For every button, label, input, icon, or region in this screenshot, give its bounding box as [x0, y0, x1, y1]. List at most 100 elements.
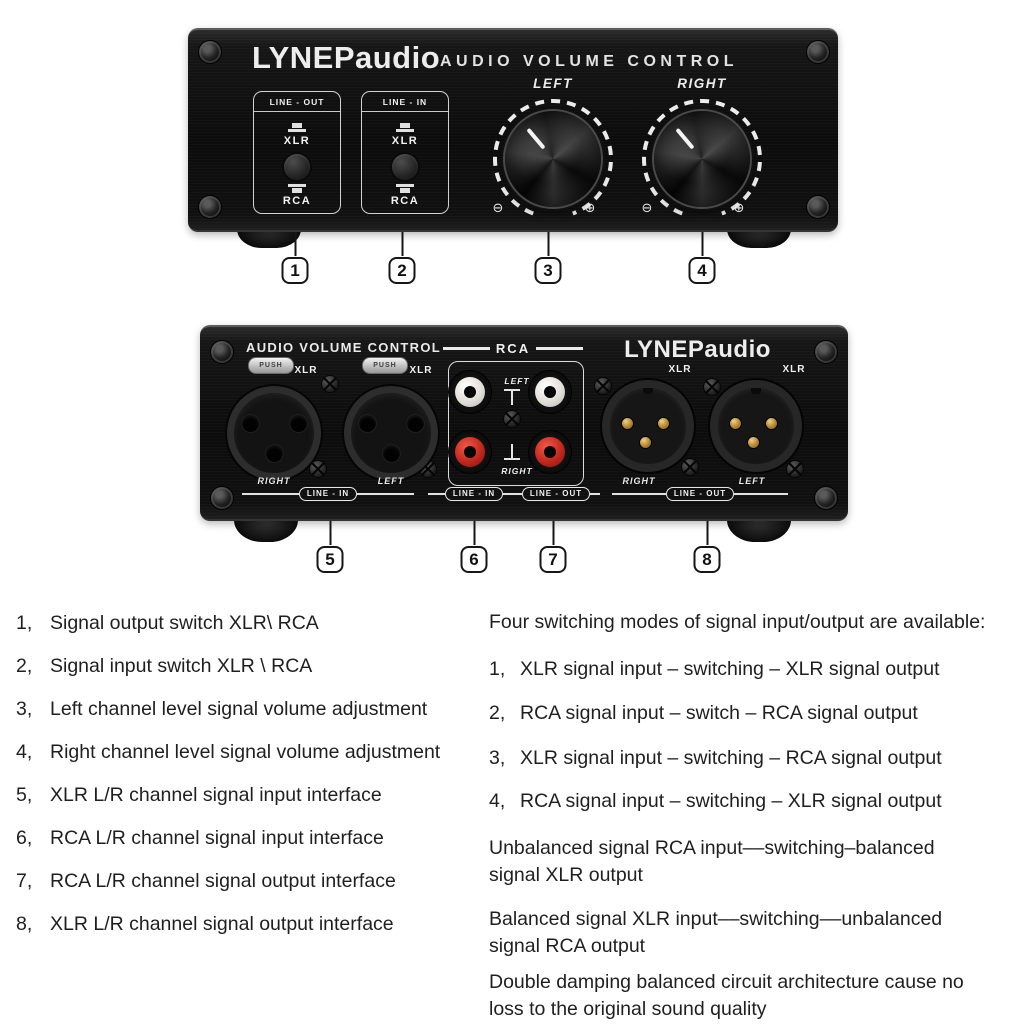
xlr-socket-hole: [407, 415, 424, 432]
callout-number: 5: [316, 546, 344, 573]
mode-number: 3: [489, 747, 520, 770]
plus-icon: ⊕: [584, 201, 596, 216]
banner-line: [512, 493, 522, 495]
knob-indicator: [675, 127, 695, 150]
callout-line: [329, 521, 331, 545]
rca-position-label: RCA: [282, 195, 312, 207]
mode-text: RCA signal input – switch – RCA signal o…: [520, 702, 918, 724]
screw-icon: [704, 379, 720, 395]
legend-number: 5: [16, 784, 50, 807]
screw-icon: [807, 196, 829, 218]
rca-group-outline: [448, 361, 584, 486]
rca-position-icon: [288, 184, 306, 193]
mode-item-3: 3XLR signal input – switching – RCA sign…: [489, 747, 942, 770]
legend-text: RCA L/R channel signal input interface: [50, 827, 384, 849]
right-knob-scale: [642, 98, 762, 216]
xlr-socket-hole: [290, 415, 307, 432]
rca-input-left-jack: [449, 371, 491, 413]
xlr-socket-hole: [242, 415, 259, 432]
mode-text: XLR signal input – switching – XLR signa…: [520, 658, 940, 680]
xlr-push-latch[interactable]: PUSH: [362, 357, 408, 374]
rca-line-in-banner: LINE - IN: [428, 487, 520, 501]
mode-text: RCA signal input – switching – XLR signa…: [520, 790, 942, 812]
mode-number: 1: [489, 658, 520, 681]
xlr-position-label: XLR: [391, 135, 419, 147]
header-line: [536, 347, 584, 350]
callout-number: 7: [539, 546, 567, 573]
header-line: [443, 347, 490, 350]
input-switch-button[interactable]: [392, 154, 418, 180]
banner-line: [242, 493, 299, 495]
knob-indicator: [526, 127, 546, 150]
screw-icon: [199, 196, 221, 218]
rca-ring: [455, 437, 485, 467]
legend-item-8: 8XLR L/R channel signal output interface: [16, 913, 394, 936]
xlr-notch: [643, 388, 653, 394]
back-title: AUDIO VOLUME CONTROL: [246, 340, 441, 355]
xlr-output-left-connector: [710, 380, 802, 472]
line-out-banner: LINE - OUT: [612, 487, 788, 501]
xlr-output-label: XLR: [668, 364, 692, 375]
line-out-switch-panel: LINE - OUT XLR RCA: [253, 91, 341, 214]
legend-text: RCA L/R channel signal output interface: [50, 870, 396, 892]
legend-number: 2: [16, 655, 50, 678]
left-row-marker: [504, 389, 520, 405]
xlr-pin: [730, 418, 741, 429]
rca-ring: [535, 377, 565, 407]
legend-number: 3: [16, 698, 50, 721]
right-row-marker: [504, 444, 520, 460]
brand-logo: LYNEPaudio: [624, 336, 771, 363]
callout-7: 7: [539, 521, 567, 573]
banner-label: LINE - IN: [444, 487, 504, 501]
xlr-position-icon: [396, 123, 414, 132]
output-switch-button[interactable]: [284, 154, 310, 180]
back-panel: AUDIO VOLUME CONTROL LYNEPaudio PUSH XLR…: [200, 325, 848, 521]
rca-right-label: RIGHT: [501, 466, 533, 476]
screw-icon: [815, 341, 837, 363]
mode-item-1: 1XLR signal input – switching – XLR sign…: [489, 658, 940, 681]
screw-icon: [322, 376, 338, 392]
legend-item-7: 7RCA L/R channel signal output interface: [16, 870, 396, 893]
left-knob-label: LEFT: [533, 76, 573, 91]
channel-label: RIGHT: [257, 476, 291, 486]
xlr-input-label: XLR: [409, 365, 433, 376]
line-in-switch-panel: LINE - IN XLR RCA: [361, 91, 449, 214]
callout-2: 2: [388, 232, 416, 284]
xlr-push-latch[interactable]: PUSH: [248, 357, 294, 374]
left-volume-knob[interactable]: [505, 111, 601, 207]
callout-5: 5: [316, 521, 344, 573]
callout-number: 2: [388, 257, 416, 284]
callout-line: [706, 521, 708, 545]
legend-text: Signal input switch XLR \ RCA: [50, 655, 313, 677]
callout-number: 1: [281, 257, 309, 284]
callout-8: 8: [693, 521, 721, 573]
plus-icon: ⊕: [733, 201, 745, 216]
rca-ring: [455, 377, 485, 407]
banner-line: [357, 493, 414, 495]
mode-number: 4: [489, 790, 520, 813]
legend-item-6: 6RCA L/R channel signal input interface: [16, 827, 384, 850]
left-knob-scale: [493, 98, 613, 216]
banner-line: [503, 493, 520, 495]
xlr-socket-hole: [266, 445, 283, 462]
xlr-input-right-connector: [227, 386, 321, 480]
front-panel: LYNEPaudio AUDIO VOLUME CONTROL LINE - O…: [188, 28, 838, 232]
rca-header-label: RCA: [495, 341, 531, 356]
banner-label: LINE - IN: [298, 487, 358, 501]
xlr-pin: [658, 418, 669, 429]
rca-line-out-banner: LINE - OUT: [512, 487, 600, 501]
legend-text: Left channel level signal volume adjustm…: [50, 698, 428, 720]
legend-number: 4: [16, 741, 50, 764]
screw-icon: [595, 378, 611, 394]
callout-line: [401, 232, 403, 256]
xlr-pin: [640, 437, 651, 448]
legend-item-4: 4Right channel level signal volume adjus…: [16, 741, 440, 764]
brand-logo: LYNEPaudio: [252, 40, 441, 75]
screw-icon: [815, 487, 837, 509]
right-volume-knob[interactable]: [654, 111, 750, 207]
screw-icon: [807, 41, 829, 63]
legend-number: 7: [16, 870, 50, 893]
callout-4: 4: [688, 232, 716, 284]
legend-text: XLR L/R channel signal input interface: [50, 784, 382, 806]
callout-number: 6: [460, 546, 488, 573]
